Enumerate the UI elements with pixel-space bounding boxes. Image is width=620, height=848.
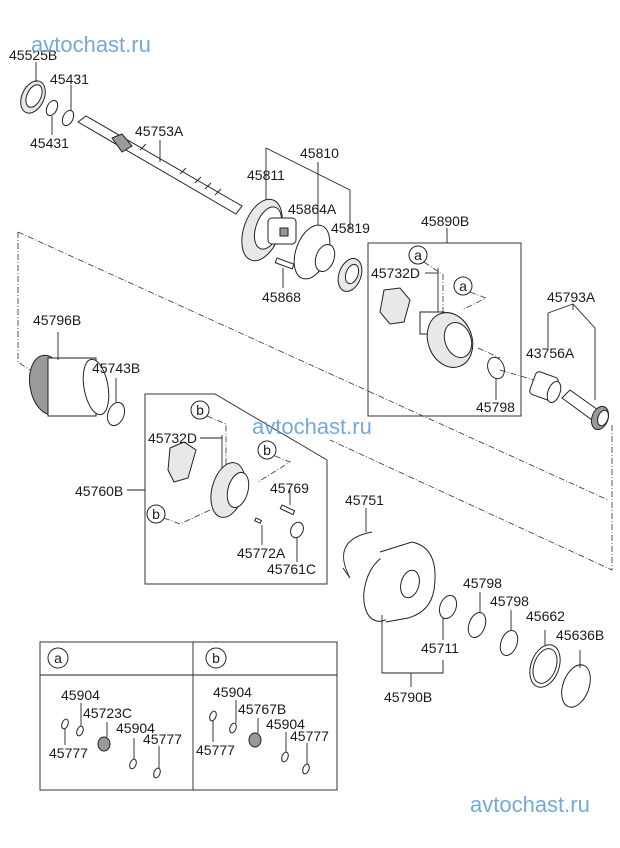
svg-text:b: b [196, 402, 204, 418]
snap-ring-45751[interactable] [342, 531, 373, 579]
legend-b-washer-4[interactable] [301, 763, 310, 775]
legend-b-gear-45767B[interactable] [248, 732, 262, 748]
label-45790B[interactable]: 45790B [384, 689, 432, 705]
box-45760B [144, 393, 328, 585]
pin-45769[interactable] [279, 504, 296, 516]
legend-box [39, 641, 338, 791]
drum-45796B[interactable] [25, 352, 113, 417]
svg-text:b: b [212, 650, 220, 666]
washer-45798-box[interactable] [485, 355, 508, 381]
bolt-45868[interactable] [274, 257, 295, 270]
legend-b-label-45777-2[interactable]: 45777 [290, 728, 329, 744]
bearing-45711[interactable] [436, 593, 459, 621]
callout-a-2[interactable]: a [453, 276, 473, 296]
pin-45772A[interactable] [254, 517, 263, 524]
differential-case-45890B[interactable] [419, 306, 480, 374]
label-45711[interactable]: 45711 [421, 640, 459, 656]
legend-a-washer-4[interactable] [152, 767, 161, 779]
label-45431-top[interactable]: 45431 [50, 71, 89, 87]
assembly-outline-right [329, 425, 613, 571]
gear-45811[interactable] [234, 194, 297, 266]
label-45864A[interactable]: 45864A [288, 201, 337, 217]
legend-a-washer-3[interactable] [128, 758, 137, 770]
washer-45743B[interactable] [104, 400, 127, 428]
label-45761C[interactable]: 45761C [267, 561, 316, 577]
label-45810[interactable]: 45810 [300, 145, 339, 161]
watermark-middle: avtochast.ru [252, 414, 372, 439]
watermark-top: avtochast.ru [31, 32, 151, 57]
bearing-45798-a[interactable] [465, 610, 489, 640]
washer-45761C[interactable] [288, 520, 306, 540]
label-45868[interactable]: 45868 [262, 289, 301, 305]
label-45798-box[interactable]: 45798 [476, 399, 515, 415]
legend-b-label-45767B[interactable]: 45767B [238, 701, 286, 717]
legend-b-washer-2[interactable] [228, 722, 237, 734]
label-45431-bottom[interactable]: 45431 [30, 135, 69, 151]
label-45890B[interactable]: 45890B [421, 213, 469, 229]
bearing-45819[interactable] [334, 255, 366, 294]
label-45760B[interactable]: 45760B [75, 483, 123, 499]
label-45819[interactable]: 45819 [331, 220, 370, 236]
legend-marker-a: a [47, 647, 69, 669]
legend-a-washer-2[interactable] [75, 725, 84, 737]
callout-b-1[interactable]: b [190, 400, 210, 420]
legend-b-washer-3[interactable] [280, 751, 289, 763]
svg-text:a: a [414, 247, 422, 263]
label-45732D-b[interactable]: 45732D [148, 430, 197, 446]
seal-45525B[interactable] [16, 77, 50, 117]
snap-ring-45431-a[interactable] [44, 99, 60, 118]
carrier-45760B[interactable] [205, 459, 252, 521]
snap-ring-45431-b[interactable] [60, 109, 76, 128]
label-45753A[interactable]: 45753A [135, 123, 184, 139]
legend-b-label-45777-1[interactable]: 45777 [196, 742, 235, 758]
box-45890B [367, 242, 522, 417]
legend-marker-b: b [205, 647, 227, 669]
label-43756A[interactable]: 43756A [526, 345, 575, 361]
label-45525B[interactable]: 45525B [9, 47, 57, 63]
label-45769[interactable]: 45769 [270, 480, 309, 496]
legend-b-label-45904-1[interactable]: 45904 [213, 684, 252, 700]
legend-b-washer-1[interactable] [208, 710, 217, 722]
assembly-outline-top [17, 231, 609, 501]
callout-b-2[interactable]: b [257, 440, 277, 460]
legend-a-washer-1[interactable] [60, 718, 69, 730]
shaft-45793A[interactable] [561, 389, 612, 432]
legend-a-label-45904-1[interactable]: 45904 [61, 687, 100, 703]
drum-45790B[interactable] [357, 541, 436, 626]
legend-a-label-45777-1[interactable]: 45777 [49, 745, 88, 761]
label-45798-1[interactable]: 45798 [463, 575, 502, 591]
bearing-45798-b[interactable] [497, 628, 521, 658]
ring-45662[interactable] [524, 641, 565, 692]
shaft-45753A[interactable] [77, 115, 243, 215]
legend-a-label-45777-2[interactable]: 45777 [143, 731, 182, 747]
label-45811[interactable]: 45811 [247, 167, 285, 183]
watermark-bottom: avtochast.ru [470, 792, 590, 817]
bushing-43756A[interactable] [529, 371, 564, 405]
legend-a-label-45723C[interactable]: 45723C [83, 705, 132, 721]
thrust-washer[interactable] [379, 287, 411, 325]
label-45796B[interactable]: 45796B [33, 312, 81, 328]
label-45793A[interactable]: 45793A [547, 289, 596, 305]
svg-text:b: b [263, 442, 271, 458]
svg-text:a: a [54, 650, 62, 666]
label-45798-2[interactable]: 45798 [490, 593, 529, 609]
label-45743B[interactable]: 45743B [92, 360, 140, 376]
legend-a-label-45904-2[interactable]: 45904 [116, 720, 155, 736]
label-45636B[interactable]: 45636B [556, 627, 604, 643]
ring-45636B[interactable] [556, 661, 595, 711]
thrust-washer-b[interactable] [167, 441, 197, 483]
callout-a-1[interactable]: a [408, 245, 428, 265]
legend-b-label-45904-2[interactable]: 45904 [266, 716, 305, 732]
case-45864A[interactable] [287, 220, 338, 284]
label-45732D-a[interactable]: 45732D [371, 265, 420, 281]
label-45772A[interactable]: 45772A [237, 545, 286, 561]
legend-a-gear-45723C[interactable] [97, 736, 111, 752]
svg-text:a: a [459, 278, 467, 294]
assembly-outline [17, 232, 43, 379]
svg-text:b: b [152, 506, 160, 522]
label-45662[interactable]: 45662 [526, 608, 565, 624]
label-45751[interactable]: 45751 [345, 492, 384, 508]
callout-b-3[interactable]: b [146, 504, 166, 524]
